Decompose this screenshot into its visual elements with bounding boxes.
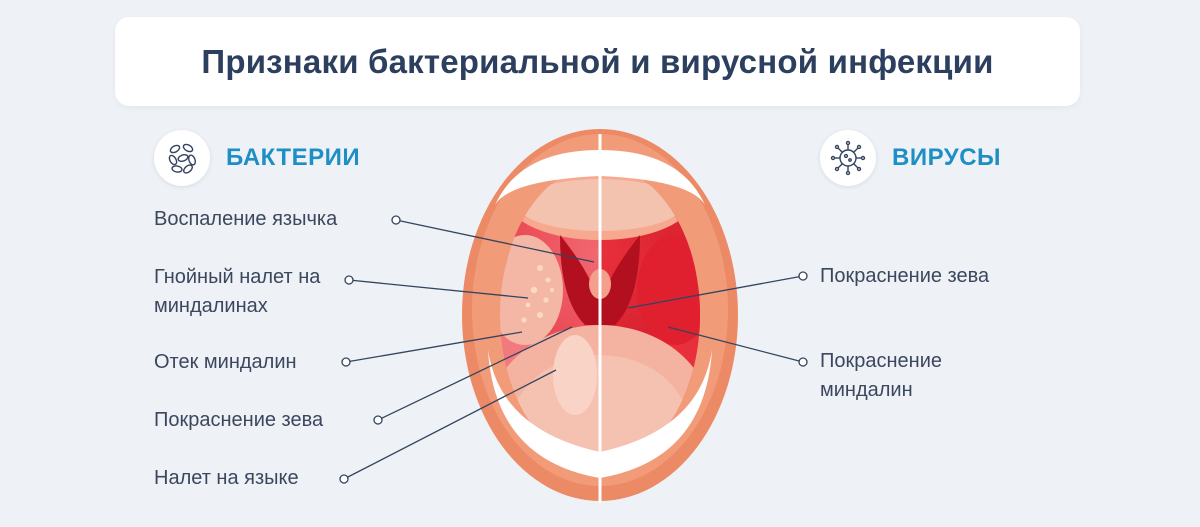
- title-card: Признаки бактериальной и вирусной инфекц…: [115, 17, 1080, 106]
- connectors-left: [343, 219, 595, 480]
- page-title: Признаки бактериальной и вирусной инфекц…: [201, 42, 994, 80]
- virus-heading: ВИРУСЫ: [892, 144, 1002, 171]
- bacteria-header: БАКТЕРИИ: [154, 130, 360, 186]
- virus-header: ВИРУСЫ: [820, 130, 1001, 186]
- connector-dots-right: [798, 271, 808, 367]
- bacteria-heading: БАКТЕРИИ: [226, 144, 361, 171]
- virus-icon: [820, 130, 876, 186]
- tongue-coating: [553, 335, 597, 415]
- upper-teeth: [495, 150, 705, 205]
- bacteria-sign-throat-redness: Покраснение зева: [154, 409, 324, 431]
- bacteria-icon: [154, 130, 210, 186]
- bacteria-sign-pus: Гнойный налет на миндалинах: [154, 266, 321, 317]
- bacteria-sign-tonsil-swelling: Отек миндалин: [154, 351, 297, 373]
- virus-sign-tonsil-redness: Покраснение миндалин: [820, 350, 943, 401]
- connector-dots-left: [339, 215, 401, 484]
- throat-opening: [560, 235, 640, 325]
- bacteria-sign-tongue-coating: Налет на языке: [154, 467, 299, 489]
- connectors-right: [627, 275, 804, 363]
- lower-teeth: [488, 350, 712, 478]
- bacteria-sign-uvula: Воспаление язычка: [154, 208, 338, 230]
- virus-sign-throat-redness: Покраснение зева: [820, 265, 990, 287]
- pus-spots: [521, 265, 554, 323]
